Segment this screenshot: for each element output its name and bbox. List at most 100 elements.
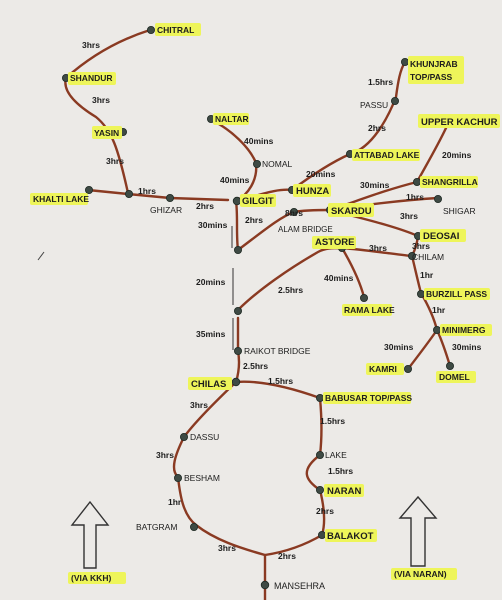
highlight-chilas (188, 377, 232, 390)
time-skardu-deosai: 3hrs (400, 211, 418, 221)
label-rama: RAMA LAKE (344, 305, 395, 315)
time-naran-balakot: 2hrs (316, 506, 334, 516)
highlight-deosai (420, 229, 466, 242)
node-mansehra (260, 580, 270, 590)
time-hunza-attabad: 20mins (306, 169, 336, 179)
node-burzill (416, 289, 425, 298)
label-astore: ASTORE (315, 237, 354, 248)
place-labels: CHITRAL SHANDUR YASIN KHALTI LAKE GHIZAR… (33, 25, 498, 591)
route-khalti-to-gilgit (86, 188, 230, 202)
time-burzill-minimerg: 1hr (432, 305, 446, 315)
node-lake (315, 450, 324, 459)
time-minimerg-domel: 30mins (452, 342, 482, 352)
node-shangrilla (412, 177, 421, 186)
label-shandur: SHANDUR (70, 73, 113, 83)
label-kamri: KAMRI (369, 364, 397, 374)
time-chitral-shandur: 3hrs (82, 40, 100, 50)
time-lake-naran: 1.5hrs (328, 466, 353, 476)
highlight-hunza (293, 184, 331, 197)
route-chitral-shandur-yasin-junction (64, 28, 152, 195)
label-chitral: CHITRAL (157, 25, 194, 35)
highlight-minimerg (440, 324, 492, 336)
node-chitral (146, 25, 155, 34)
time-balakot-mansehra: 2hrs (278, 551, 296, 561)
nodes (62, 25, 456, 590)
time-chilas-babusar: 1.5hrs (268, 376, 293, 386)
highlight-naran (324, 484, 364, 497)
highlight-shangrilla (420, 176, 478, 188)
highlight-attabad (352, 149, 420, 161)
dash-connectors (231, 226, 234, 350)
label-gilgit: GILGIT (242, 196, 274, 207)
label-besham: BESHAM (184, 473, 220, 483)
label-chilam: CHILAM (412, 252, 444, 262)
time-dash-mid: 20mins (196, 277, 226, 287)
label-khunjrab-line1: KHUNJRAB (410, 59, 458, 69)
time-gilgit-down: 30mins (198, 220, 228, 230)
time-batgram-mansehra: 3hrs (218, 543, 236, 553)
stray-mark (37, 251, 45, 261)
time-astore-chilam: 3hrs (369, 243, 387, 253)
legend-via-naran: (VIA NARAN) (394, 569, 447, 579)
label-minimerg: MINIMERG (442, 325, 486, 335)
label-chilas: CHILAS (191, 379, 226, 390)
route-chilas-dassu-besham-batgram (172, 380, 267, 557)
time-yasin-junction: 3hrs (106, 156, 124, 166)
route-astore-rama (340, 246, 366, 299)
time-passu-attabad: 2hrs (368, 123, 386, 133)
time-chilas-dassu: 3hrs (190, 400, 208, 410)
route-lines (64, 28, 454, 600)
time-minimerg-kamri: 30mins (384, 342, 414, 352)
node-kamri (403, 364, 412, 373)
highlight-via-naran (391, 568, 457, 580)
node-naran (315, 485, 324, 494)
node-dassu (179, 432, 188, 441)
label-babusar: BABUSAR TOP/PASS (325, 393, 412, 403)
direction-arrows (37, 251, 438, 569)
node-chilas (231, 377, 241, 387)
time-chilam-burzill: 1hr (420, 270, 434, 280)
highlight-chitral (155, 23, 201, 36)
label-balakot: BALAKOT (327, 531, 374, 542)
node-balakot (317, 531, 326, 540)
node-batgram (189, 523, 198, 532)
time-astore-rama: 40mins (324, 273, 354, 283)
legend-via-kkh: (VIA KKH) (71, 573, 111, 583)
highlight-naltar (213, 113, 249, 125)
highlight-yasin (92, 126, 122, 139)
label-passu: PASSU (360, 100, 388, 110)
time-raikot-chilas: 2.5hrs (243, 361, 268, 371)
route-gilgit-south (234, 199, 240, 252)
up-arrow-kkh-icon (70, 500, 110, 569)
time-jaglot-astore: 2.5hrs (278, 285, 303, 295)
route-naltar-nomal-gilgit (208, 117, 258, 203)
node-domel (445, 361, 454, 370)
label-upper-kachura: UPPER KACHUR (421, 117, 498, 128)
route-chilas-babusar-naran-balakot (234, 380, 326, 537)
node-minimerg (432, 325, 441, 334)
label-attabad: ATTABAD LAKE (354, 150, 420, 160)
node-junction (125, 189, 134, 198)
node-passu (390, 97, 399, 106)
highlight-boxes (30, 23, 500, 584)
label-skardu: SKARDU (331, 206, 372, 217)
highlight-rama (342, 304, 392, 316)
label-lake: LAKE (325, 450, 347, 460)
label-domel: DOMEL (439, 372, 470, 382)
time-skardu-shigar: 1hrs (406, 192, 424, 202)
label-alam-bridge: ALAM BRIDGE (278, 225, 333, 234)
highlight-astore (312, 236, 356, 249)
label-hunza: HUNZA (296, 186, 329, 197)
label-khunjrab-line2: TOP/PASS (410, 72, 453, 82)
label-yasin: YASIN (94, 128, 119, 138)
time-shangrilla-upper: 20mins (442, 150, 472, 160)
node-besham (173, 473, 182, 482)
label-mansehra: MANSEHRA (274, 581, 325, 591)
label-raikot: RAIKOT BRIDGE (244, 346, 311, 356)
highlight-babusar (323, 392, 411, 404)
time-dassu-besham: 3hrs (156, 450, 174, 460)
time-khalti-ghizar: 1hrs (138, 186, 156, 196)
label-batgram: BATGRAM (136, 522, 177, 532)
time-alam-skardu: 8hrs (285, 208, 303, 218)
